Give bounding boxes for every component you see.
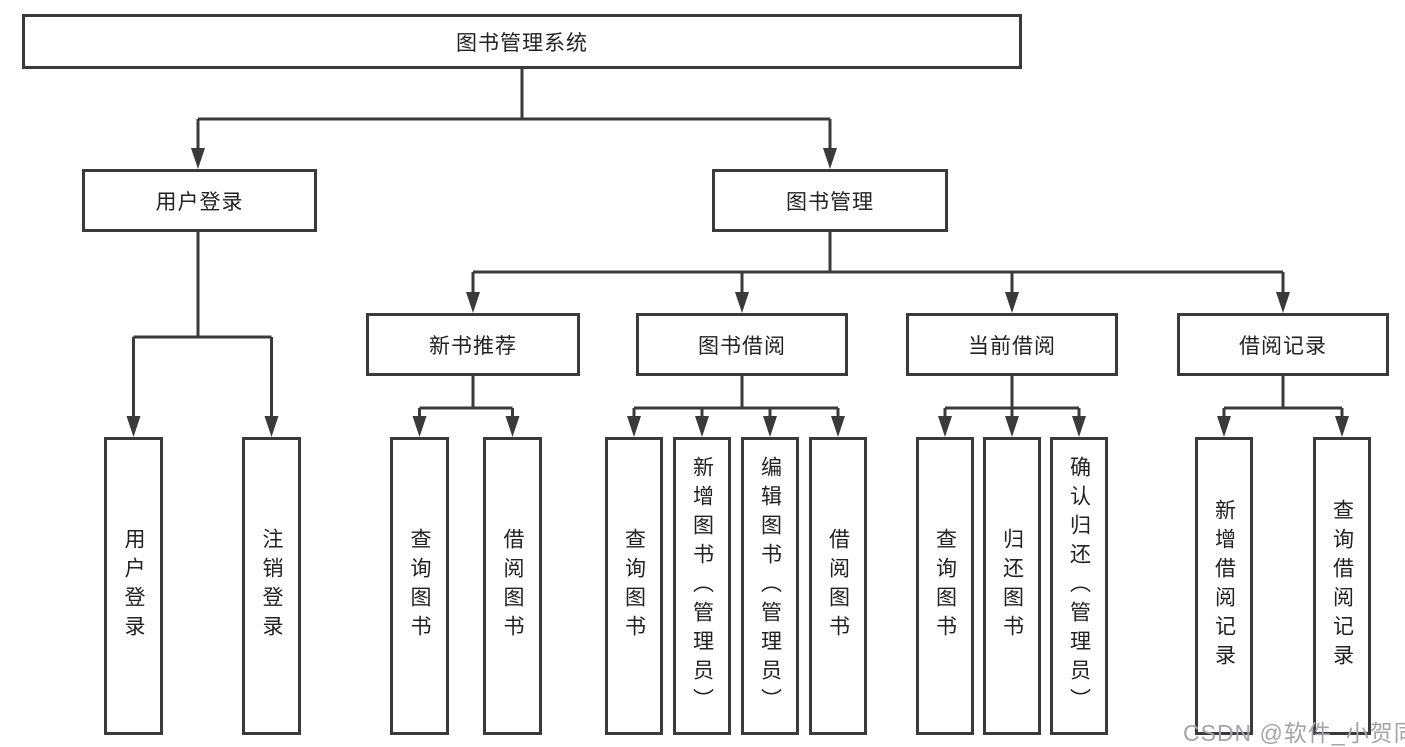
connector-new-book-to-leaves — [418, 376, 514, 417]
connector-book-mgmt-to-level3 — [471, 232, 1285, 293]
leaf-query-borrow-record: 查询借阅记录 — [1313, 437, 1371, 735]
node-label: 查询图书 — [408, 528, 431, 644]
node-label: 查询图书 — [933, 528, 957, 644]
node-label: 确认归还（管理员） — [1067, 455, 1091, 717]
node-book-borrow: 图书借阅 — [636, 313, 848, 376]
node-current-borrow: 当前借阅 — [906, 313, 1118, 376]
node-label: 新增图书（管理员） — [690, 455, 714, 717]
node-label: 用户登录 — [155, 190, 244, 214]
node-label: 归还图书 — [1000, 528, 1024, 644]
node-label: 编辑图书（管理员） — [758, 455, 782, 717]
leaf-return-book: 归还图书 — [983, 437, 1041, 735]
node-label: 查询图书 — [622, 528, 646, 644]
node-label: 新增借阅记录 — [1212, 499, 1236, 673]
node-label: 查询借阅记录 — [1330, 499, 1354, 673]
leaf-add-book-admin: 新增图书（管理员） — [673, 437, 731, 735]
node-new-book-recommend: 新书推荐 — [366, 313, 580, 376]
leaf-query-book-current: 查询图书 — [916, 437, 974, 735]
node-borrow-record: 借阅记录 — [1177, 313, 1389, 376]
leaf-add-borrow-record: 新增借阅记录 — [1195, 437, 1253, 735]
node-label: 当前借阅 — [968, 334, 1056, 358]
leaf-confirm-return-admin: 确认归还（管理员） — [1050, 437, 1108, 735]
node-book-management: 图书管理 — [712, 169, 948, 232]
arrowheads-level3 — [466, 292, 1290, 313]
connector-root-to-level2 — [196, 69, 832, 149]
leaf-borrow-book-recommend: 借阅图书 — [483, 437, 542, 735]
leaf-query-book-borrow: 查询图书 — [605, 437, 663, 735]
node-label: 图书管理 — [786, 190, 874, 214]
leaf-edit-book-admin: 编辑图书（管理员） — [741, 437, 799, 735]
connector-current-borrow-to-leaves — [943, 376, 1081, 417]
node-label: 借阅记录 — [1239, 334, 1327, 358]
connector-user-login-to-leaves — [132, 232, 273, 417]
node-label: 图书管理系统 — [456, 31, 588, 55]
arrowheads-leaves — [412, 416, 1349, 437]
connector-borrow-record-to-leaves — [1222, 376, 1344, 417]
connector-book-borrow-to-leaves — [632, 376, 840, 417]
arrowheads-user-login-leaves — [126, 416, 279, 437]
leaf-logout: 注销登录 — [242, 437, 301, 735]
leaf-query-book-recommend: 查询图书 — [390, 437, 449, 735]
node-label: 图书借阅 — [698, 334, 786, 358]
node-label: 借阅图书 — [826, 528, 850, 644]
leaf-borrow-book: 借阅图书 — [809, 437, 867, 735]
csdn-watermark: CSDN @软件_小贺同学 — [1183, 720, 1405, 746]
node-library-management-system: 图书管理系统 — [22, 14, 1022, 69]
node-label: 借阅图书 — [501, 528, 524, 644]
leaf-user-login: 用户登录 — [104, 437, 163, 735]
node-label: 注销登录 — [260, 528, 283, 644]
node-label: 新书推荐 — [429, 334, 517, 358]
node-user-login: 用户登录 — [82, 169, 317, 232]
node-label: 用户登录 — [122, 528, 145, 644]
arrowheads-level2 — [191, 148, 837, 169]
